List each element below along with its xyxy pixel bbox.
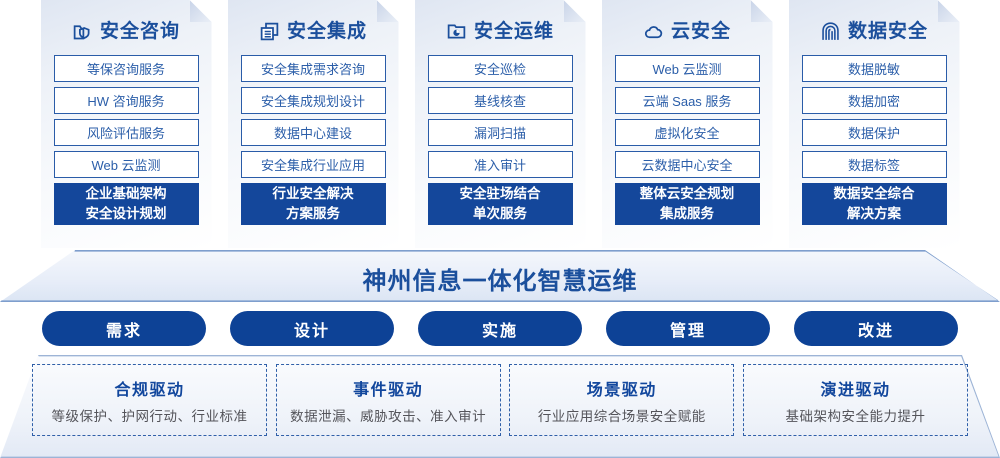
driver-subtitle: 等级保护、护网行动、行业标准 [51,408,248,424]
service-item[interactable]: 风险评估服务 [53,119,199,146]
driver-title: 场景驱动 [586,381,657,399]
monitor-chart-icon [446,21,467,42]
driver-subtitle: 基础架构安全能力提升 [785,408,926,424]
drivers-section: 合规驱动 等级保护、护网行动、行业标准 事件驱动 数据泄漏、威胁攻击、准入审计 … [0,355,1000,458]
highlight-line-2: 解决方案 [847,206,901,221]
highlight-line-2: 安全设计规划 [85,206,167,221]
driver-box-list: 合规驱动 等级保护、护网行动、行业标准 事件驱动 数据泄漏、威胁攻击、准入审计 … [32,364,968,436]
column-security-operations[interactable]: 安全运维 安全巡检 基线核查 漏洞扫描 准入审计 安全驻场结合 单次服务 [415,0,586,248]
platform-banner: 神州信息一体化智慧运维 [0,250,1000,302]
service-item[interactable]: 虚拟化安全 [614,119,760,146]
highlight-line-1: 企业基础架构 [85,186,167,202]
driver-evolution[interactable]: 演进驱动 基础架构安全能力提升 [742,364,968,436]
service-item[interactable]: Web 云监测 [53,151,199,178]
highlight-line-2: 方案服务 [286,206,340,221]
column-highlight[interactable]: 整体云安全规划 集成服务 [614,183,760,225]
column-security-consulting[interactable]: 安全咨询 等保咨询服务 HW 咨询服务 风险评估服务 Web 云监测 企业基础架… [41,0,212,248]
column-cloud-security[interactable]: 云安全 Web 云监测 云端 Saas 服务 虚拟化安全 云数据中心安全 整体云… [602,0,773,248]
column-title: 安全运维 [473,20,554,42]
service-item[interactable]: 数据标签 [801,151,947,178]
highlight-line-1: 整体云安全规划 [639,186,735,202]
highlight-line-1: 安全驻场结合 [459,186,541,202]
documents-stack-icon [259,21,280,42]
column-title: 安全集成 [286,20,367,42]
highlight-line-1: 数据安全综合 [833,186,915,202]
service-item[interactable]: HW 咨询服务 [53,87,199,114]
service-item[interactable]: 准入审计 [427,151,573,178]
folder-shield-icon [72,21,93,42]
phase-pill-implementation[interactable]: 实施 [418,311,582,346]
service-item[interactable]: 数据中心建设 [240,119,386,146]
column-data-security[interactable]: 数据安全 数据脱敏 数据加密 数据保护 数据标签 数据安全综合 解决方案 [789,0,960,248]
driver-compliance[interactable]: 合规驱动 等级保护、护网行动、行业标准 [32,364,267,436]
phase-pill-design[interactable]: 设计 [230,311,394,346]
phase-pill-management[interactable]: 管理 [606,311,770,346]
service-item[interactable]: 云端 Saas 服务 [614,87,760,114]
lifecycle-phases: 需求 设计 实施 管理 改进 [42,311,958,346]
service-item[interactable]: 云数据中心安全 [614,151,760,178]
column-highlight[interactable]: 数据安全综合 解决方案 [801,183,947,225]
service-item[interactable]: 安全巡检 [427,55,573,82]
banner-shape [0,250,1000,302]
highlight-line-2: 单次服务 [473,206,527,221]
service-item[interactable]: 数据脱敏 [801,55,947,82]
column-title: 云安全 [670,20,731,42]
driver-scenario[interactable]: 场景驱动 行业应用综合场景安全赋能 [509,364,735,436]
column-header: 数据安全 [802,14,947,48]
column-header: 安全集成 [241,14,386,48]
service-item[interactable]: Web 云监测 [614,55,760,82]
capability-columns: 安全咨询 等保咨询服务 HW 咨询服务 风险评估服务 Web 云监测 企业基础架… [0,0,960,252]
service-item[interactable]: 数据保护 [801,119,947,146]
service-item[interactable]: 漏洞扫描 [427,119,573,146]
service-item[interactable]: 安全集成需求咨询 [240,55,386,82]
column-highlight[interactable]: 企业基础架构 安全设计规划 [53,183,199,225]
column-header: 云安全 [615,14,760,48]
column-header: 安全运维 [428,14,573,48]
cloud-icon [643,21,664,42]
highlight-line-2: 集成服务 [660,206,714,221]
driver-incident[interactable]: 事件驱动 数据泄漏、威胁攻击、准入审计 [275,364,501,436]
fingerprint-icon [820,21,841,42]
phase-pill-requirements[interactable]: 需求 [42,311,206,346]
driver-subtitle: 行业应用综合场景安全赋能 [537,408,706,424]
column-highlight[interactable]: 行业安全解决 方案服务 [240,183,386,225]
service-item[interactable]: 基线核查 [427,87,573,114]
phase-pill-improvement[interactable]: 改进 [794,311,958,346]
column-highlight[interactable]: 安全驻场结合 单次服务 [427,183,573,225]
driver-title: 合规驱动 [114,381,185,399]
column-title: 数据安全 [847,20,928,42]
driver-title: 事件驱动 [353,381,424,399]
driver-title: 演进驱动 [820,381,891,399]
driver-subtitle: 数据泄漏、威胁攻击、准入审计 [290,408,487,424]
column-header: 安全咨询 [54,14,199,48]
service-item[interactable]: 数据加密 [801,87,947,114]
highlight-line-1: 行业安全解决 [272,186,354,202]
service-item[interactable]: 等保咨询服务 [53,55,199,82]
column-security-integration[interactable]: 安全集成 安全集成需求咨询 安全集成规划设计 数据中心建设 安全集成行业应用 行… [228,0,399,248]
service-item[interactable]: 安全集成行业应用 [240,151,386,178]
banner-title: 神州信息一体化智慧运维 [362,267,638,295]
column-title: 安全咨询 [99,20,180,42]
service-item[interactable]: 安全集成规划设计 [240,87,386,114]
